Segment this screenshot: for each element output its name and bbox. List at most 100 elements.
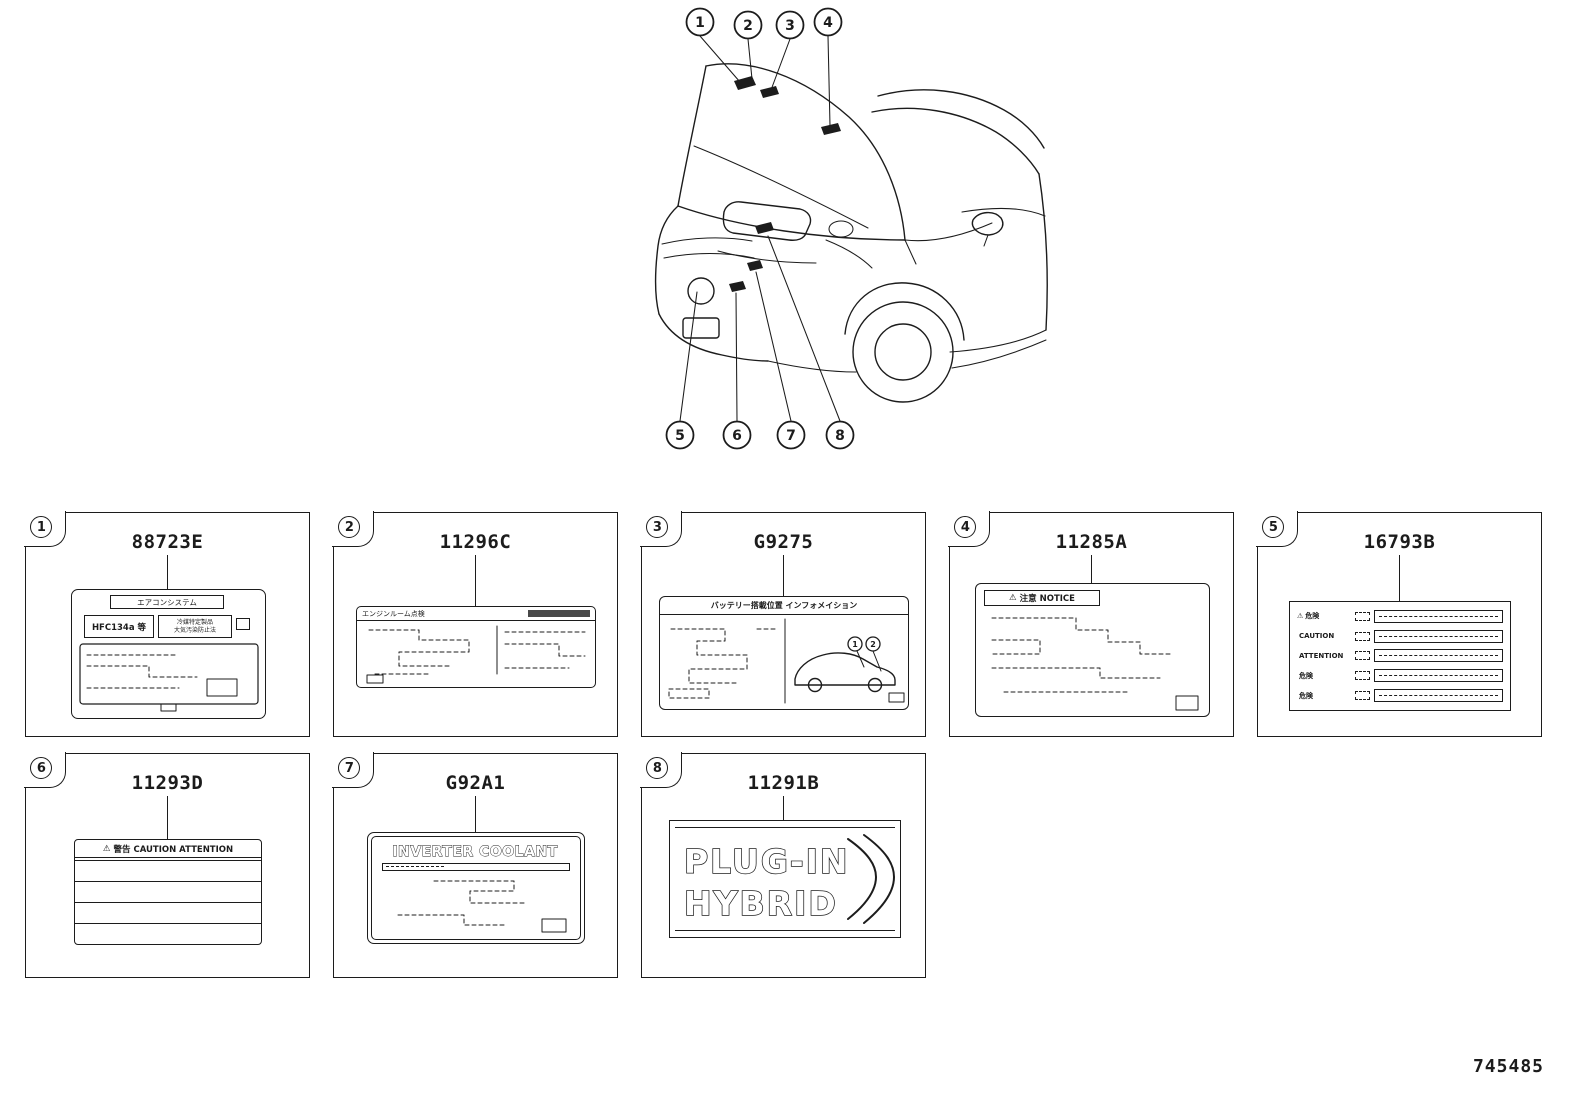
callout-8: 8 [825, 420, 855, 450]
panel-8-tab: 8 [640, 752, 683, 789]
panel-6-part-number: 11293D [131, 772, 204, 794]
caution-text-bar [1374, 609, 1503, 623]
caution-word: 危険 [1299, 691, 1313, 700]
plug-in-hybrid-logo: PLUG-IN HYBRID [683, 834, 895, 924]
aircon-label-title: エアコンシステム [110, 595, 224, 609]
engine-room-label-title: エンジンルーム点検 [362, 609, 425, 618]
engine-room-label-header: エンジンルーム点検 [357, 607, 595, 621]
caution-attention-label: ⚠ 警告 CAUTION ATTENTION [74, 839, 262, 945]
caution-row: CAUTION [1297, 628, 1503, 645]
panel-2-part-number: 11296C [439, 531, 512, 553]
panel-1: 1 88723E エアコンシステム HFC134a 等 冷媒特定製品 大気汚染防… [24, 511, 310, 737]
empty-text-row [75, 903, 261, 924]
logo-line-2: HYBRID [684, 884, 838, 923]
callout-8-number: 8 [835, 428, 845, 444]
panel-8: 8 11291B PLUG-IN HYBRID [640, 752, 926, 978]
panel-4-tab: 4 [948, 511, 991, 548]
caution-dash-box [1355, 631, 1370, 641]
panel-2-leader-line [474, 555, 477, 606]
caution-row: ⚠危険 [1297, 608, 1503, 625]
notice-label-header: ⚠ 注意 NOTICE [984, 590, 1100, 606]
panel-3-leader-line [782, 555, 785, 596]
caution-word: 危険 [1305, 612, 1320, 621]
hybrid-swoosh-icon [847, 834, 895, 924]
warning-triangle-icon: ⚠ [1297, 612, 1304, 621]
callout-3-number: 3 [785, 18, 795, 34]
panel-1-leader-line [166, 555, 169, 589]
inverter-label-body [397, 880, 567, 933]
battery-info-label-title: バッテリー搭載位置 インフォメイション [660, 597, 908, 615]
warning-triangle-icon: ⚠ [1009, 593, 1017, 603]
callout-4: 4 [813, 7, 843, 37]
panel-2-tab: 2 [332, 511, 375, 548]
callout-1: 1 [685, 7, 715, 37]
panel-5-tab: 5 [1256, 511, 1299, 548]
panel-4: 4 11285A ⚠ 注意 NOTICE [948, 511, 1234, 737]
caution-word: CAUTION [1299, 632, 1335, 641]
notice-label-title: 注意 NOTICE [1019, 594, 1075, 604]
battery-info-label: バッテリー搭載位置 インフォメイション 1 2 [659, 596, 909, 710]
caution-text-bar [1374, 689, 1503, 703]
regulation-note-line2: 大気汚染防止法 [173, 626, 216, 634]
panel-8-part-number: 11291B [747, 772, 820, 794]
callout-6-number: 6 [732, 428, 742, 444]
car-body [654, 89, 1048, 403]
inverter-label-inner-border [371, 836, 581, 940]
panel-1-part-number: 88723E [131, 531, 204, 553]
car-illustration: 1 2 3 4 5 6 7 8 [654, 7, 1048, 450]
callout-2: 2 [733, 10, 763, 40]
empty-text-row [75, 924, 261, 944]
inverter-label-bar [382, 863, 570, 871]
aircon-label: エアコンシステム HFC134a 等 冷媒特定製品 大気汚染防止法 [71, 589, 266, 719]
battery-marker-2: 2 [870, 640, 876, 649]
panel-5-callout: 5 [1262, 516, 1285, 539]
hood-open [677, 63, 906, 241]
panel-6-tab: 6 [24, 752, 67, 789]
inverter-coolant-label: INVERTER COOLANT [367, 832, 585, 944]
refrigerant-type: HFC134a 等 [84, 615, 154, 638]
caution-word: 危険 [1299, 671, 1313, 680]
plug-in-hybrid-emblem: PLUG-IN HYBRID [669, 820, 901, 938]
panel-7: 7 G92A1 INVERTER COOLANT [332, 752, 618, 978]
panel-7-leader-line [474, 796, 477, 832]
emblem-inner-rules [675, 827, 895, 931]
label-position-marks [729, 76, 841, 292]
engine-room-label-dark-bar [528, 610, 590, 617]
panel-3: 3 G9275 バッテリー搭載位置 インフォメイション 1 2 [640, 511, 926, 737]
small-check-box [236, 618, 250, 630]
engine-room-label-body [366, 625, 586, 684]
panel-3-part-number: G9275 [753, 531, 814, 553]
caution-dash-box [1355, 691, 1370, 701]
caution-word: ATTENTION [1299, 651, 1344, 660]
panel-5-leader-line [1398, 555, 1401, 601]
caution-text-bar [1374, 629, 1503, 643]
callout-2-number: 2 [743, 18, 753, 34]
panel-3-callout: 3 [646, 516, 669, 539]
callout-3: 3 [775, 10, 805, 40]
caution-row: ATTENTION [1297, 648, 1503, 665]
callout-7-number: 7 [786, 428, 796, 444]
panel-7-tab: 7 [332, 752, 375, 789]
caution-dash-box [1355, 651, 1370, 661]
panel-5: 5 16793B ⚠危険 CAUTION ATTENTION 危険 [1256, 511, 1542, 737]
caution-text-bar [1374, 649, 1503, 663]
regulation-note: 冷媒特定製品 大気汚染防止法 [158, 615, 232, 638]
empty-text-row [75, 882, 261, 903]
notice-label-body [991, 617, 1199, 711]
caution-dash-box [1355, 611, 1370, 621]
panel-4-leader-line [1090, 555, 1093, 583]
battery-info-label-body: 1 2 [668, 618, 905, 704]
panel-8-leader-line [782, 796, 785, 820]
panel-4-part-number: 11285A [1055, 531, 1128, 553]
panel-2-callout: 2 [338, 516, 361, 539]
caution-attention-header: ⚠ 警告 CAUTION ATTENTION [75, 840, 261, 858]
panel-6-leader-line [166, 796, 169, 839]
caution-text-bar [1374, 669, 1503, 683]
panel-6: 6 11293D ⚠ 警告 CAUTION ATTENTION [24, 752, 310, 978]
panel-4-callout: 4 [954, 516, 977, 539]
inverter-coolant-title: INVERTER COOLANT [392, 844, 558, 861]
empty-text-row [75, 861, 261, 882]
callout-5-number: 5 [675, 428, 685, 444]
callout-7: 7 [776, 420, 806, 450]
callout-1-number: 1 [695, 15, 705, 31]
